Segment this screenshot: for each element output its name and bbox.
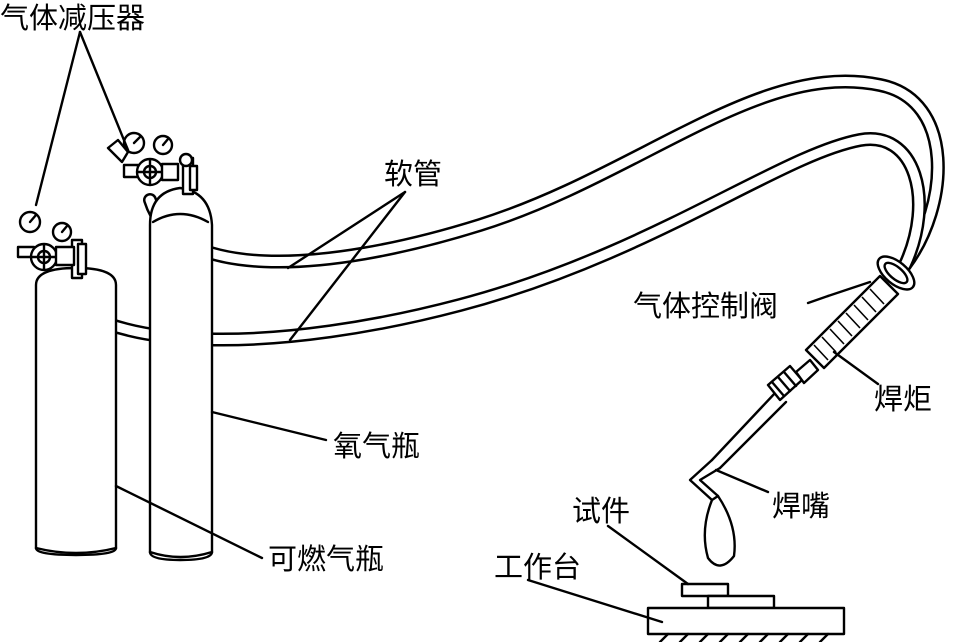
oxygen-cylinder (148, 186, 214, 562)
welding-torch (688, 255, 916, 567)
label-regulator: 气体减压器 (0, 1, 146, 35)
label-oxygen-cylinder: 氧气瓶 (333, 429, 421, 463)
label-acetylene-cylinder: 可燃气瓶 (268, 542, 385, 576)
label-torch: 焊炬 (874, 382, 933, 416)
label-nozzle: 焊嘴 (772, 489, 831, 523)
workbench (646, 582, 846, 642)
label-hose: 软管 (384, 157, 443, 191)
leader-lines (34, 30, 880, 624)
regulator-right (106, 131, 199, 196)
hose-oxygen (143, 74, 945, 272)
label-workpiece: 试件 (572, 494, 631, 528)
label-workbench: 工作台 (494, 550, 582, 584)
label-control-valve: 气体控制阀 (633, 289, 779, 323)
regulator-left (16, 210, 88, 280)
acetylene-cylinder (34, 266, 118, 557)
